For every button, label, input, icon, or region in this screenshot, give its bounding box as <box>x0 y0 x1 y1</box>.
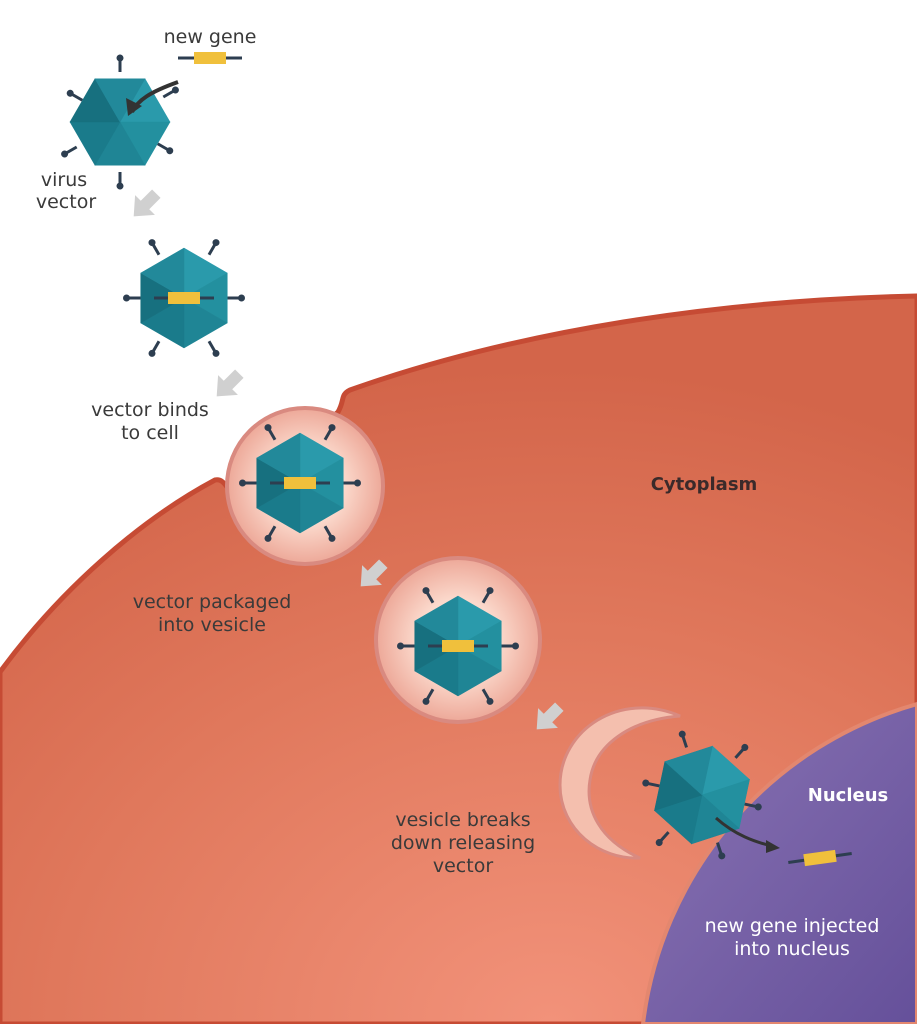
spike-tip <box>166 147 174 155</box>
spike-tip <box>116 182 124 190</box>
injected-gene <box>788 849 852 867</box>
inject-arrowhead <box>766 840 780 853</box>
spike-tip <box>354 479 361 487</box>
label-nucleus: Nucleus <box>808 785 888 806</box>
spike-tip <box>718 852 726 860</box>
spike-tip <box>655 839 663 847</box>
gene-inside <box>270 477 330 489</box>
capsid-face <box>94 78 146 123</box>
spike-tip <box>148 349 156 357</box>
virus-vector <box>61 54 179 190</box>
capsid-face <box>256 432 301 484</box>
virus-vector <box>642 730 762 860</box>
spike-tip <box>239 479 246 487</box>
spike-tip <box>486 587 494 595</box>
label-vector-binds: vector binds <box>91 399 209 421</box>
label-down-releasing: down releasing <box>391 832 535 854</box>
spike-tip <box>61 150 69 158</box>
spike-tip <box>171 86 179 94</box>
spike-tip <box>238 294 245 302</box>
spike-tip <box>264 534 272 542</box>
gene-inside <box>428 640 488 652</box>
label-vector: vector <box>36 191 96 213</box>
label-vector-released: vector <box>433 855 493 877</box>
new-gene-fragment <box>178 52 242 64</box>
spike-tip <box>328 534 336 542</box>
spike-tip <box>397 642 404 650</box>
spike-tip <box>754 803 762 811</box>
spike-tip <box>486 697 494 705</box>
step-arrow <box>133 189 161 217</box>
spike-tip <box>328 424 336 432</box>
spike-tip <box>212 239 220 247</box>
virus-vector <box>123 239 245 357</box>
label-gene-injected: new gene injected <box>705 915 880 937</box>
label-packaged: vector packaged <box>133 591 292 613</box>
insert-arrowhead <box>126 98 142 116</box>
step-arrow <box>536 702 564 730</box>
gene-inside <box>154 292 214 304</box>
label-into-vesicle: into vesicle <box>158 614 266 636</box>
step-arrow <box>360 559 388 587</box>
spike-tip <box>512 642 519 650</box>
vesicle-broken <box>558 706 681 860</box>
spike-tip <box>422 587 430 595</box>
virus-vector <box>397 587 519 705</box>
spike-tip <box>422 697 430 705</box>
label-new-gene: new gene <box>164 26 257 48</box>
step-arrow <box>216 369 244 397</box>
spike-tip <box>123 294 130 302</box>
spike-tip <box>148 239 156 247</box>
spike-tip <box>212 349 220 357</box>
spike-tip <box>66 89 74 97</box>
capsid-face <box>414 595 459 647</box>
spike-tip <box>678 730 686 738</box>
virus-vector <box>239 424 361 542</box>
label-virus: virus <box>41 169 87 191</box>
spike-tip <box>116 54 124 62</box>
label-into-nucleus: into nucleus <box>734 938 850 960</box>
capsid-face <box>664 745 713 796</box>
capsid-face <box>140 247 185 299</box>
label-vesicle-breaks: vesicle breaks <box>395 809 530 831</box>
spike-tip <box>264 424 272 432</box>
spike-tip <box>741 743 749 751</box>
spike-tip <box>642 779 650 787</box>
label-to-cell: to cell <box>121 422 179 444</box>
label-cytoplasm: Cytoplasm <box>651 474 758 495</box>
